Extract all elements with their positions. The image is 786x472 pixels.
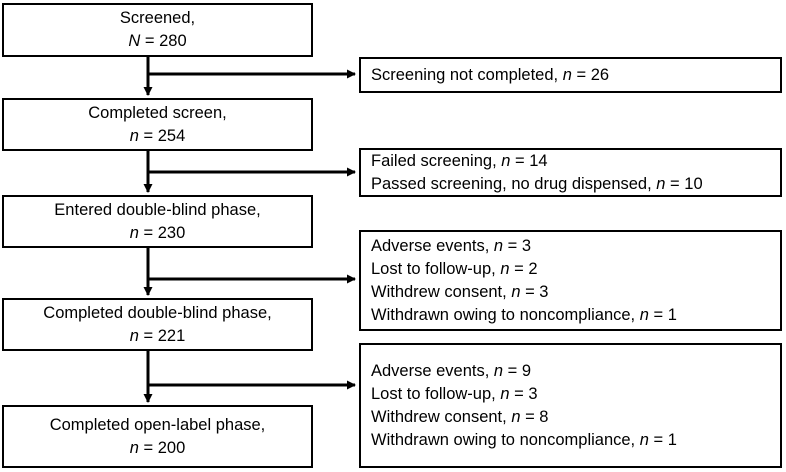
- node-completed-double-blind-symbol: n: [129, 326, 139, 345]
- exclusion-4-line-2: Lost to follow-up, n = 3: [371, 383, 538, 406]
- node-completed-screen-line2: n = 254: [130, 125, 186, 148]
- node-entered-double-blind-symbol: n: [129, 223, 139, 242]
- exclusion-3-line-4-text: Withdrawn owing to noncompliance,: [371, 305, 640, 324]
- exclusion-3-line-2-symbol: n: [500, 259, 510, 278]
- node-entered-double-blind-line1: Entered double-blind phase,: [54, 200, 261, 219]
- exclusion-2-line-2: Passed screening, no drug dispensed, n =…: [371, 173, 703, 196]
- exclusion-2-line-1-symbol: n: [501, 151, 511, 170]
- exclusion-3-line-3-text: Withdrew consent,: [371, 282, 512, 301]
- exclusion-2-line-2-symbol: n: [656, 174, 666, 193]
- exclusion-3-line-2-value: = 2: [509, 259, 538, 278]
- exclusion-3-line-3: Withdrew consent, n = 3: [371, 281, 548, 304]
- exclusion-2-line-1: Failed screening, n = 14: [371, 150, 548, 173]
- node-completed-open-label-symbol: n: [129, 438, 139, 457]
- exclusion-4-line-4-text: Withdrawn owing to noncompliance,: [371, 430, 640, 449]
- node-screened-line2: N = 280: [128, 30, 186, 53]
- node-completed-screen: Completed screen, n = 254: [2, 98, 313, 151]
- exclusion-3-line-3-symbol: n: [511, 282, 521, 301]
- node-screened-symbol: N: [128, 32, 141, 50]
- node-completed-screen-count: = 254: [138, 126, 186, 145]
- exclusion-4-line-2-symbol: n: [500, 384, 510, 403]
- node-completed-open-label-count: = 200: [138, 438, 186, 457]
- node-completed-screen-line1: Completed screen,: [88, 103, 227, 122]
- node-completed-open-label-line2: n = 200: [130, 437, 186, 460]
- exclusion-4-line-2-value: = 3: [509, 384, 538, 403]
- exclusion-1-line-1-text: Screening not completed,: [371, 65, 563, 84]
- exclusion-3-line-4-symbol: n: [639, 305, 649, 324]
- node-exclusion-1: Screening not completed, n = 26: [359, 57, 782, 93]
- exclusion-3-line-2: Lost to follow-up, n = 2: [371, 258, 538, 281]
- node-entered-double-blind-line2: n = 230: [130, 222, 186, 245]
- exclusion-3-line-3-value: = 3: [520, 282, 549, 301]
- exclusion-1-line-1: Screening not completed, n = 26: [371, 64, 609, 87]
- exclusion-4-line-4-value: = 1: [648, 430, 677, 449]
- exclusion-3-line-1-symbol: n: [493, 236, 504, 255]
- exclusion-4-line-3: Withdrew consent, n = 8: [371, 406, 548, 429]
- exclusion-4-line-4: Withdrawn owing to noncompliance, n = 1: [371, 429, 677, 452]
- node-entered-double-blind: Entered double-blind phase, n = 230: [2, 195, 313, 248]
- exclusion-2-line-1-value: = 14: [510, 151, 548, 170]
- exclusion-2-line-2-value: = 10: [665, 174, 703, 193]
- node-screened-line1: Screened,: [119, 9, 196, 27]
- exclusion-4-line-3-symbol: n: [511, 407, 521, 426]
- exclusion-4-line-4-symbol: n: [639, 430, 649, 449]
- exclusion-4-line-1-text: Adverse events,: [371, 361, 494, 380]
- exclusion-3-line-4: Withdrawn owing to noncompliance, n = 1: [371, 304, 677, 327]
- exclusion-3-line-1: Adverse events, n = 3: [371, 235, 531, 258]
- node-exclusion-3: Adverse events, n = 3 Lost to follow-up,…: [359, 230, 782, 331]
- exclusion-4-line-3-text: Withdrew consent,: [371, 407, 512, 426]
- exclusion-4-line-1-value: = 9: [503, 361, 532, 380]
- exclusion-2-line-2-text: Passed screening, no drug dispensed,: [371, 174, 657, 193]
- exclusion-3-line-2-text: Lost to follow-up,: [371, 259, 501, 278]
- node-completed-screen-symbol: n: [129, 126, 139, 145]
- exclusion-4-line-2-text: Lost to follow-up,: [371, 384, 501, 403]
- node-completed-double-blind: Completed double-blind phase, n = 221: [2, 298, 313, 351]
- node-completed-double-blind-count: = 221: [138, 326, 186, 345]
- node-exclusion-4: Adverse events, n = 9 Lost to follow-up,…: [359, 343, 782, 468]
- exclusion-1-line-1-symbol: n: [562, 65, 572, 84]
- exclusion-3-line-4-value: = 1: [648, 305, 677, 324]
- node-screened: Screened, N = 280: [2, 3, 313, 57]
- exclusion-4-line-1: Adverse events, n = 9: [371, 360, 531, 383]
- exclusion-2-line-1-text: Failed screening,: [371, 151, 502, 170]
- node-completed-double-blind-line2: n = 221: [130, 325, 186, 348]
- node-entered-double-blind-count: = 230: [138, 223, 186, 242]
- exclusion-4-line-1-symbol: n: [493, 361, 504, 380]
- exclusion-3-line-1-value: = 3: [503, 236, 532, 255]
- exclusion-3-line-1-text: Adverse events,: [371, 236, 494, 255]
- node-completed-double-blind-line1: Completed double-blind phase,: [43, 303, 272, 322]
- exclusion-4-line-3-value: = 8: [520, 407, 549, 426]
- node-screened-count: = 280: [140, 32, 187, 50]
- exclusion-1-line-1-value: = 26: [571, 65, 610, 84]
- node-completed-open-label-line1: Completed open-label phase,: [49, 415, 266, 434]
- node-exclusion-2: Failed screening, n = 14 Passed screenin…: [359, 148, 782, 197]
- node-completed-open-label: Completed open-label phase, n = 200: [2, 405, 313, 468]
